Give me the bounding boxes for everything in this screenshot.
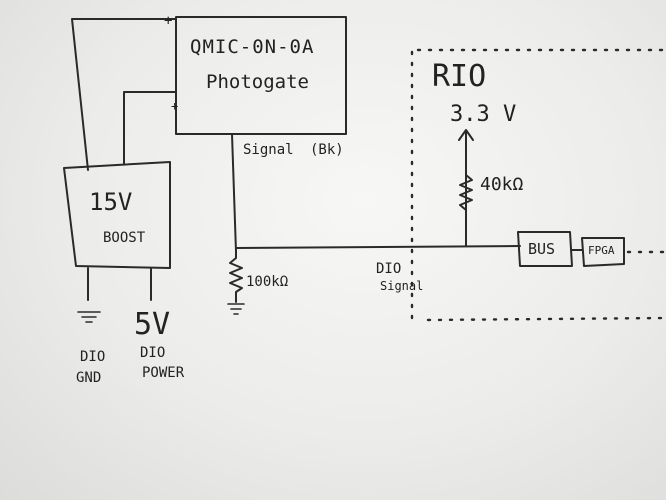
boost-voltage-label: 15V (89, 188, 133, 216)
fpga-box (581, 237, 625, 267)
rio-boundary (410, 48, 666, 322)
rail-voltage-label: 3.3 V (450, 102, 517, 127)
bus-label: BUS (528, 240, 556, 258)
dio-signal-wire (235, 245, 521, 249)
boost-to-photogate-wire-inner (123, 91, 176, 165)
photogate-box (175, 16, 347, 135)
dio-gnd-label-line1: DIO (80, 349, 106, 365)
dio-power-label-line1: DIO (140, 345, 166, 361)
ground-symbol-dio (77, 311, 101, 323)
rail-arrow (458, 129, 474, 171)
dio-gnd-label-line2: GND (76, 370, 102, 386)
rio-title-label: RIO (432, 59, 487, 94)
bus-box (517, 231, 573, 267)
pullup-resistor-symbol (459, 169, 473, 211)
boost-to-photogate-wire-outer (71, 18, 177, 171)
pulldown-resistor-symbol (229, 249, 243, 303)
pulldown-resistor-label: 100kΩ (246, 274, 289, 290)
dio-line-label: DIO (376, 261, 402, 277)
dio-power-label-line2: POWER (142, 365, 185, 381)
photogate-plus-mark: + (164, 13, 173, 29)
supply-voltage-label: 5V (134, 307, 171, 342)
ground-symbol-resistor (227, 303, 245, 315)
boost-converter-box (63, 161, 171, 269)
signal-wire-label: Signal (243, 142, 294, 158)
photogate-plus-mark-2: + (171, 99, 179, 113)
signal-wire-color-label: (Bk) (310, 142, 344, 158)
boost-name-label: BOOST (103, 230, 146, 246)
signal-wire (231, 133, 237, 253)
photogate-part-label: QMIC-0N-0A (190, 36, 315, 58)
fpga-label: FPGA (588, 244, 615, 257)
dio-line-sub-label: Signal (380, 279, 424, 293)
pullup-resistor-label: 40kΩ (480, 174, 524, 195)
photogate-name-label: Photogate (206, 71, 309, 93)
